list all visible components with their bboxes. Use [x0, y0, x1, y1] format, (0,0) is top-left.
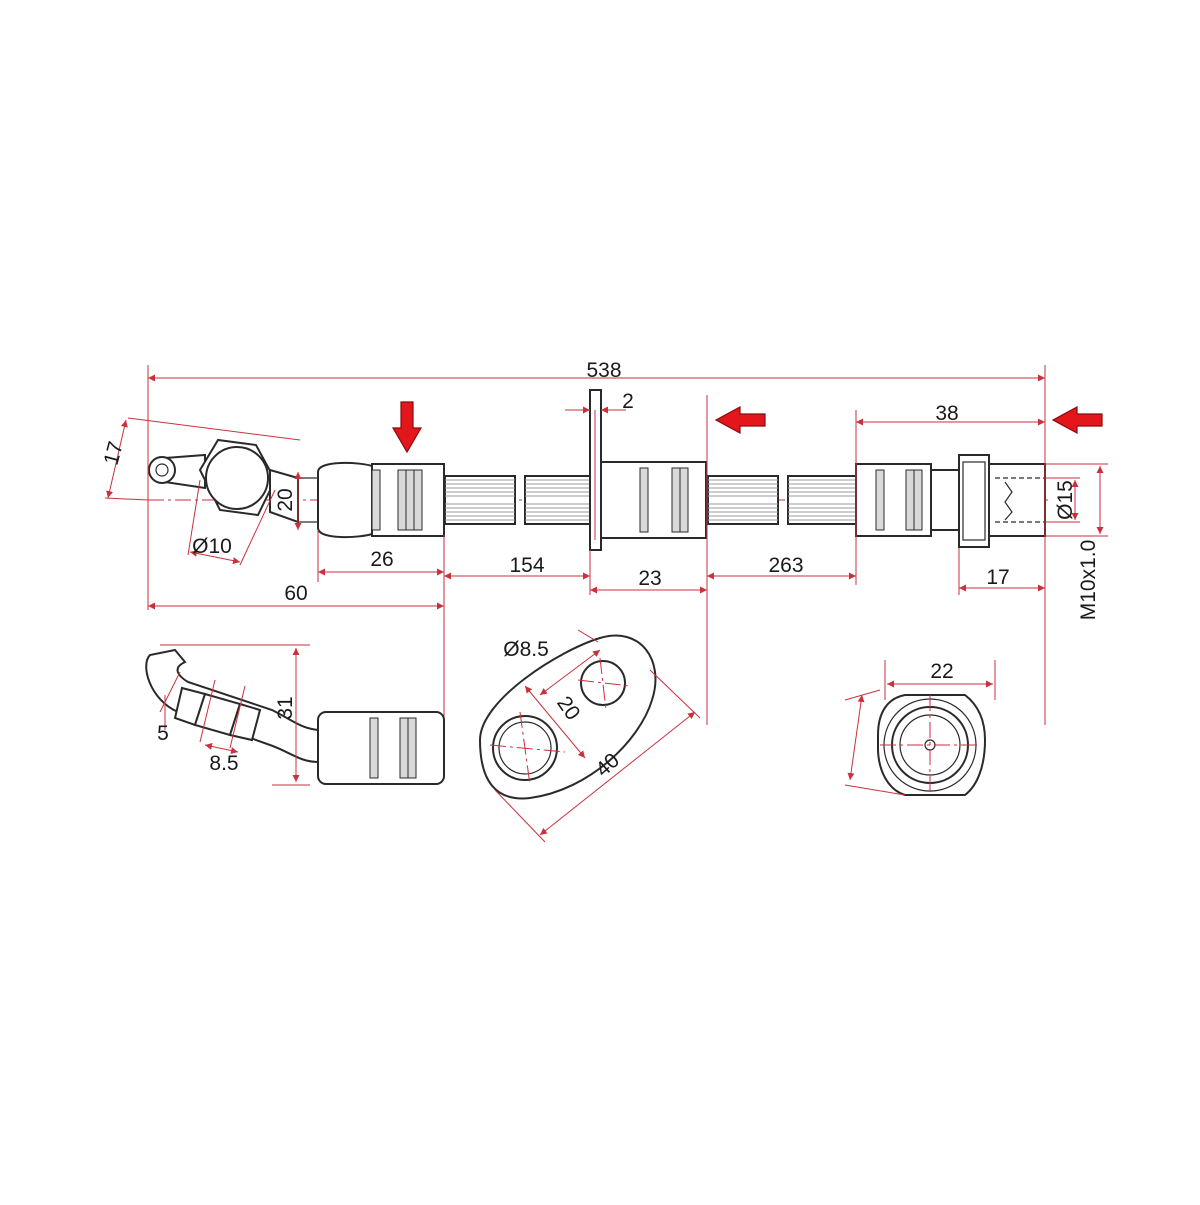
dim-eye-offset: 17 — [100, 439, 128, 468]
dim-hose-segment-right: 263 — [768, 554, 803, 577]
dim-hose-segment-left: 154 — [509, 554, 544, 577]
side-view — [145, 644, 445, 786]
bracket-plate-view — [478, 629, 701, 843]
banjo-eye-fitting — [148, 438, 318, 524]
hose-lines-3 — [708, 479, 778, 521]
dim-fitting-length-left: 26 — [370, 548, 393, 571]
hose-lines-1 — [445, 479, 515, 521]
right-crimp-fitting — [855, 454, 1046, 548]
main-dimensions — [104, 365, 1108, 725]
hose-segment-2 — [707, 475, 857, 525]
dim-outer-diameter: Ø15 — [1054, 480, 1077, 520]
hose-segment-1 — [444, 475, 593, 525]
bracket-fitting — [589, 389, 707, 551]
hose-lines-4 — [788, 479, 856, 521]
end-view — [844, 660, 996, 796]
dim-fitting-left-total: 60 — [284, 582, 307, 605]
dim-thread: M10x1.0 — [1077, 540, 1100, 621]
dim-side-offset: 5 — [157, 722, 169, 745]
dim-overall-length: 538 — [586, 359, 621, 382]
hose-lines-2 — [525, 479, 592, 521]
left-crimp-fitting — [317, 461, 445, 539]
dim-nut-height: 20 — [274, 488, 297, 511]
dim-bracket-hole-diameter: Ø8.5 — [503, 638, 549, 661]
dim-bracket-fitting: 23 — [638, 567, 661, 590]
dim-side-height: 31 — [274, 696, 297, 719]
dim-fitting-length-right: 38 — [935, 402, 958, 425]
dim-eye-hole-diameter: Ø10 — [192, 535, 232, 558]
red-arrow-left-marker-1 — [714, 405, 766, 435]
dim-end-view-size: 22 — [930, 660, 953, 683]
dim-bracket-thickness: 2 — [622, 390, 634, 413]
dim-nut-width: 17 — [986, 566, 1009, 589]
red-arrow-left-marker-2 — [1051, 405, 1103, 435]
right-hex-nut — [958, 454, 990, 548]
dim-side-width: 8.5 — [209, 752, 238, 775]
red-arrow-down-marker — [391, 401, 423, 454]
